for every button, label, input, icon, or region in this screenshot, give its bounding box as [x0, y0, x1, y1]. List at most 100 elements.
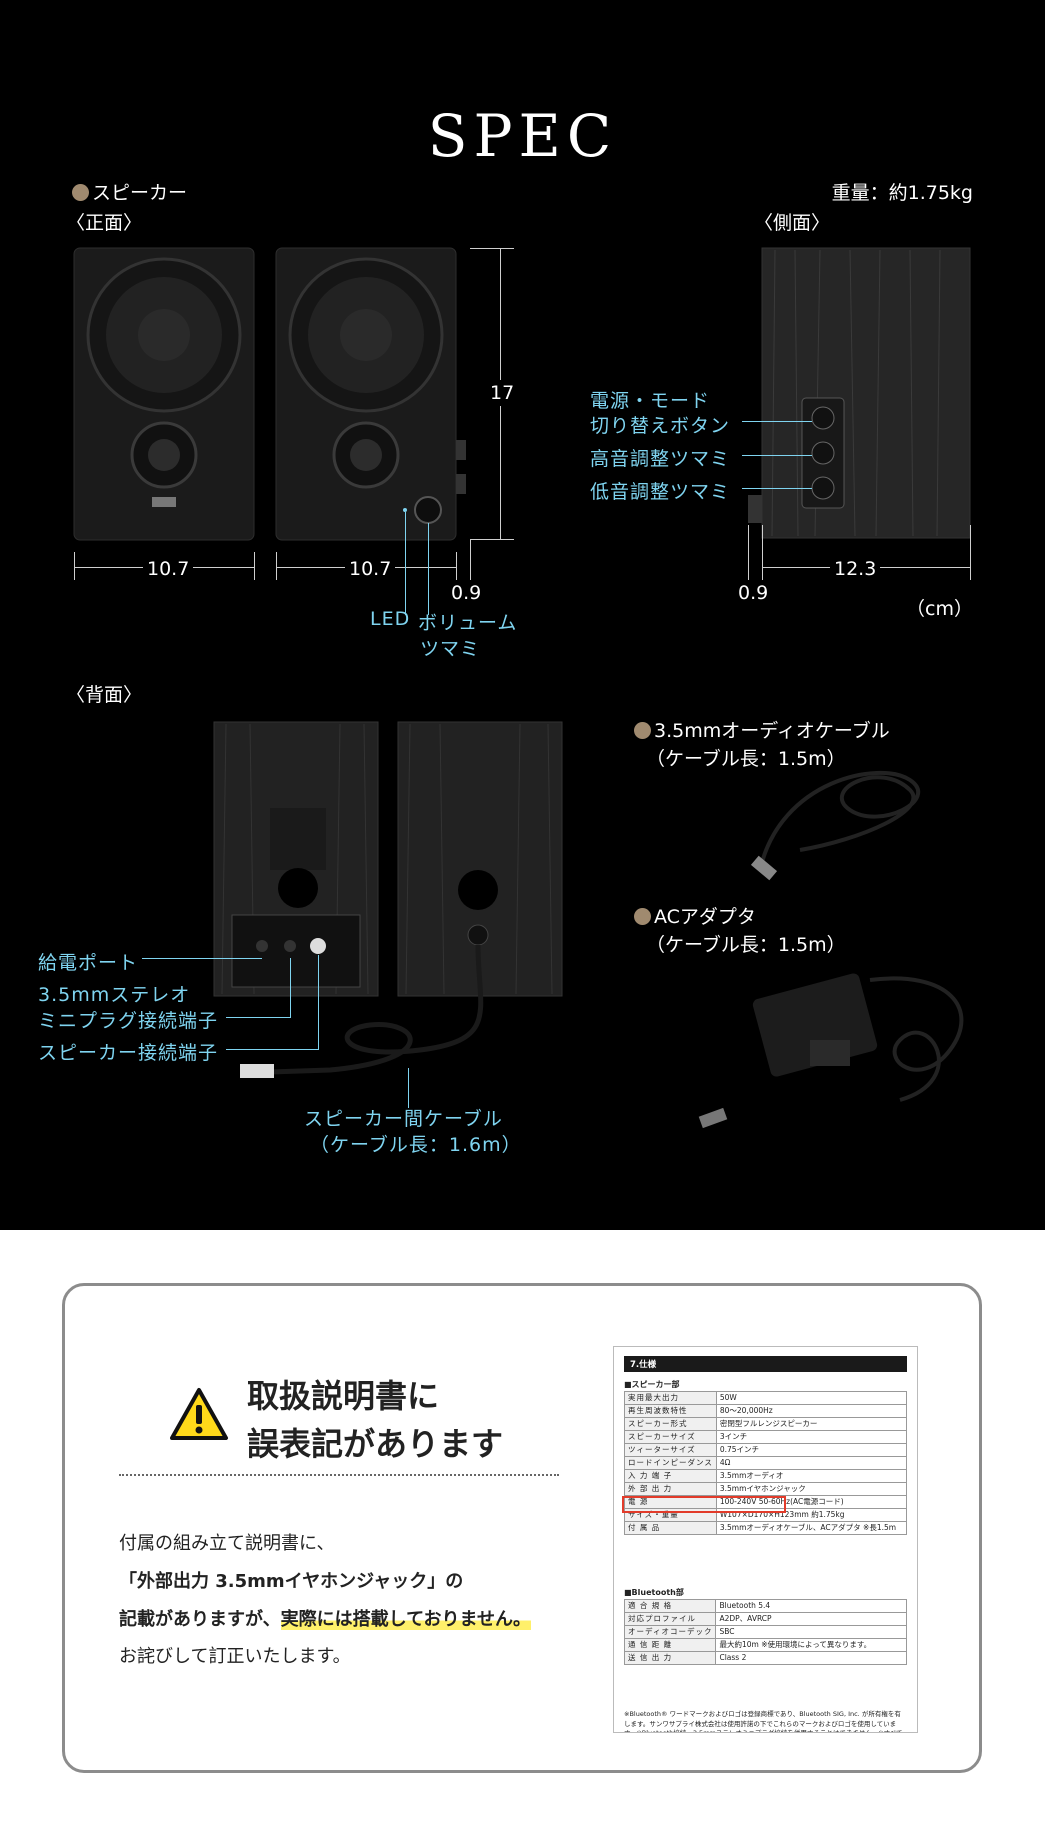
dim-tick — [470, 248, 514, 249]
callout-volume: ボリューム — [418, 612, 518, 634]
manual-section-speaker: ■スピーカー部 — [624, 1380, 680, 1389]
highlight-box — [622, 1496, 786, 1513]
warning-icon — [170, 1388, 228, 1440]
callout-power-switch: 切り替えボタン — [590, 415, 731, 437]
accessory-ac-adapter-name: ACアダプタ — [654, 906, 756, 928]
manual-row-value: Bluetooth 5.4 — [715, 1599, 907, 1613]
manual-row-key: 適 合 規 格 — [623, 1599, 717, 1613]
manual-row-key: ツィーターサイズ — [624, 1443, 717, 1457]
speaker-heading-text: スピーカー — [92, 182, 188, 204]
manual-row-key: 付 属 品 — [624, 1521, 717, 1535]
notice-body-line3: 記載がありますが、実際には搭載しておりません。 — [119, 1605, 532, 1631]
callout-line-volume — [428, 523, 429, 615]
manual-row-value: 3.5mmイヤホンジャック — [715, 1482, 908, 1496]
manual-header: 7.仕様 — [624, 1356, 907, 1372]
back-view-label: 〈背面〉 — [66, 684, 143, 706]
dim-width-right: 10.7 — [345, 558, 396, 580]
dotted-divider — [119, 1474, 559, 1476]
dim-tick — [470, 539, 514, 540]
callout-line-power — [742, 421, 812, 422]
notice-title-line2: 誤表記があります — [247, 1425, 504, 1463]
manual-notes: ※Bluetooth® ワードマークおよびロゴは登録商標であり、Bluetoot… — [624, 1710, 903, 1733]
notice-body-highlight: 実際には搭載しておりません。 — [280, 1609, 532, 1630]
callout-power-port: 給電ポート — [38, 952, 139, 974]
accessory-audio-cable-length: （ケーブル長：1.5m） — [646, 748, 846, 770]
manual-row-value: 50W — [715, 1391, 908, 1405]
dim-knob-depth: 0.9 — [451, 582, 482, 604]
manual-row-value: 密閉型フルレンジスピーカー — [715, 1417, 908, 1431]
manual-row-value: 3.5mmオーディオ — [715, 1469, 908, 1483]
dim-tick — [970, 525, 971, 580]
notice-title-line1: 取扱説明書に — [247, 1377, 440, 1415]
accessory-ac-adapter: ACアダプタ — [634, 902, 756, 929]
manual-row-key: オーディオコーデック — [623, 1625, 717, 1639]
dim-tick — [762, 525, 763, 580]
manual-row-key: スピーカーサイズ — [624, 1430, 717, 1444]
manual-row-value: Class 2 — [715, 1651, 907, 1665]
accessory-ac-adapter-length: （ケーブル長：1.5m） — [646, 934, 846, 956]
callout-led: LED — [370, 608, 411, 630]
manual-row-value: 3.5mmオーディオケーブル、ACアダプタ ※長1.5m — [715, 1521, 908, 1535]
notice-body-line4: お詫びして訂正いたします。 — [119, 1646, 351, 1667]
callout-line-stereo-v — [290, 958, 291, 1018]
manual-row-key: 入 力 端 子 — [624, 1469, 717, 1483]
callout-line-speaker-port — [226, 1049, 318, 1050]
speaker-heading: スピーカー — [72, 178, 187, 205]
erratum-notice-box: 取扱説明書に 誤表記があります 付属の組み立て説明書に、 「外部出力 3.5mm… — [62, 1283, 982, 1773]
dim-tick — [456, 552, 457, 580]
back-speakers-illustration — [213, 721, 964, 1129]
manual-section-bluetooth: ■Bluetooth部 — [624, 1588, 684, 1597]
weight-label: 重量：約1.75kg — [831, 182, 973, 204]
callout-stereo-1: 3.5mmステレオ — [38, 984, 191, 1006]
accessory-audio-cable-name: 3.5mmオーディオケーブル — [654, 720, 890, 742]
callout-line-bass — [742, 488, 812, 489]
manual-row-value: 4Ω — [715, 1456, 908, 1470]
callout-line-treble — [742, 455, 812, 456]
callout-line-stereo — [226, 1017, 290, 1018]
manual-row-key: 対応プロファイル — [623, 1612, 717, 1626]
callout-power-mode: 電源・モード — [590, 390, 711, 412]
side-view-label: 〈側面〉 — [754, 212, 831, 234]
callout-stereo-2: ミニプラグ接続端子 — [38, 1010, 219, 1032]
callout-line-power-port — [142, 958, 262, 959]
manual-row-key: 実用最大出力 — [624, 1391, 717, 1405]
notice-body-line2: 「外部出力 3.5mmイヤホンジャック」の — [119, 1571, 464, 1592]
dim-side-knob: 0.9 — [738, 582, 769, 604]
manual-row: 通 信 距 離最大約10m ※使用環境によって異なります。 — [623, 1638, 907, 1652]
manual-row-key: 送 信 出 力 — [623, 1651, 717, 1665]
callout-cable-length: （ケーブル長：1.6m） — [310, 1134, 522, 1156]
dim-side-depth: 12.3 — [830, 558, 881, 580]
dim-width-left: 10.7 — [143, 558, 194, 580]
front-speakers-illustration — [73, 247, 971, 541]
manual-row-value: 3インチ — [715, 1430, 908, 1444]
spec-section: SPEC スピーカー 重量：約1.75kg 〈正面〉 〈側面〉 — [0, 0, 1045, 1230]
callout-treble: 高音調整ツマミ — [590, 448, 731, 470]
callout-speaker-port: スピーカー接続端子 — [38, 1042, 219, 1064]
unit-label: （cm） — [906, 598, 973, 620]
manual-row: スピーカー形式密閉型フルレンジスピーカー — [624, 1417, 908, 1431]
dim-tick — [748, 525, 749, 580]
manual-row-key: スピーカー形式 — [624, 1417, 717, 1431]
spec-title: SPEC — [427, 102, 618, 170]
callout-line-speaker-port-v — [318, 955, 319, 1050]
notice-title: 取扱説明書に 誤表記があります — [247, 1372, 503, 1468]
dim-tick — [470, 540, 471, 580]
manual-row-value: 80〜20,000Hz — [715, 1404, 908, 1418]
dim-tick — [276, 552, 277, 580]
callout-line-led — [405, 512, 406, 615]
